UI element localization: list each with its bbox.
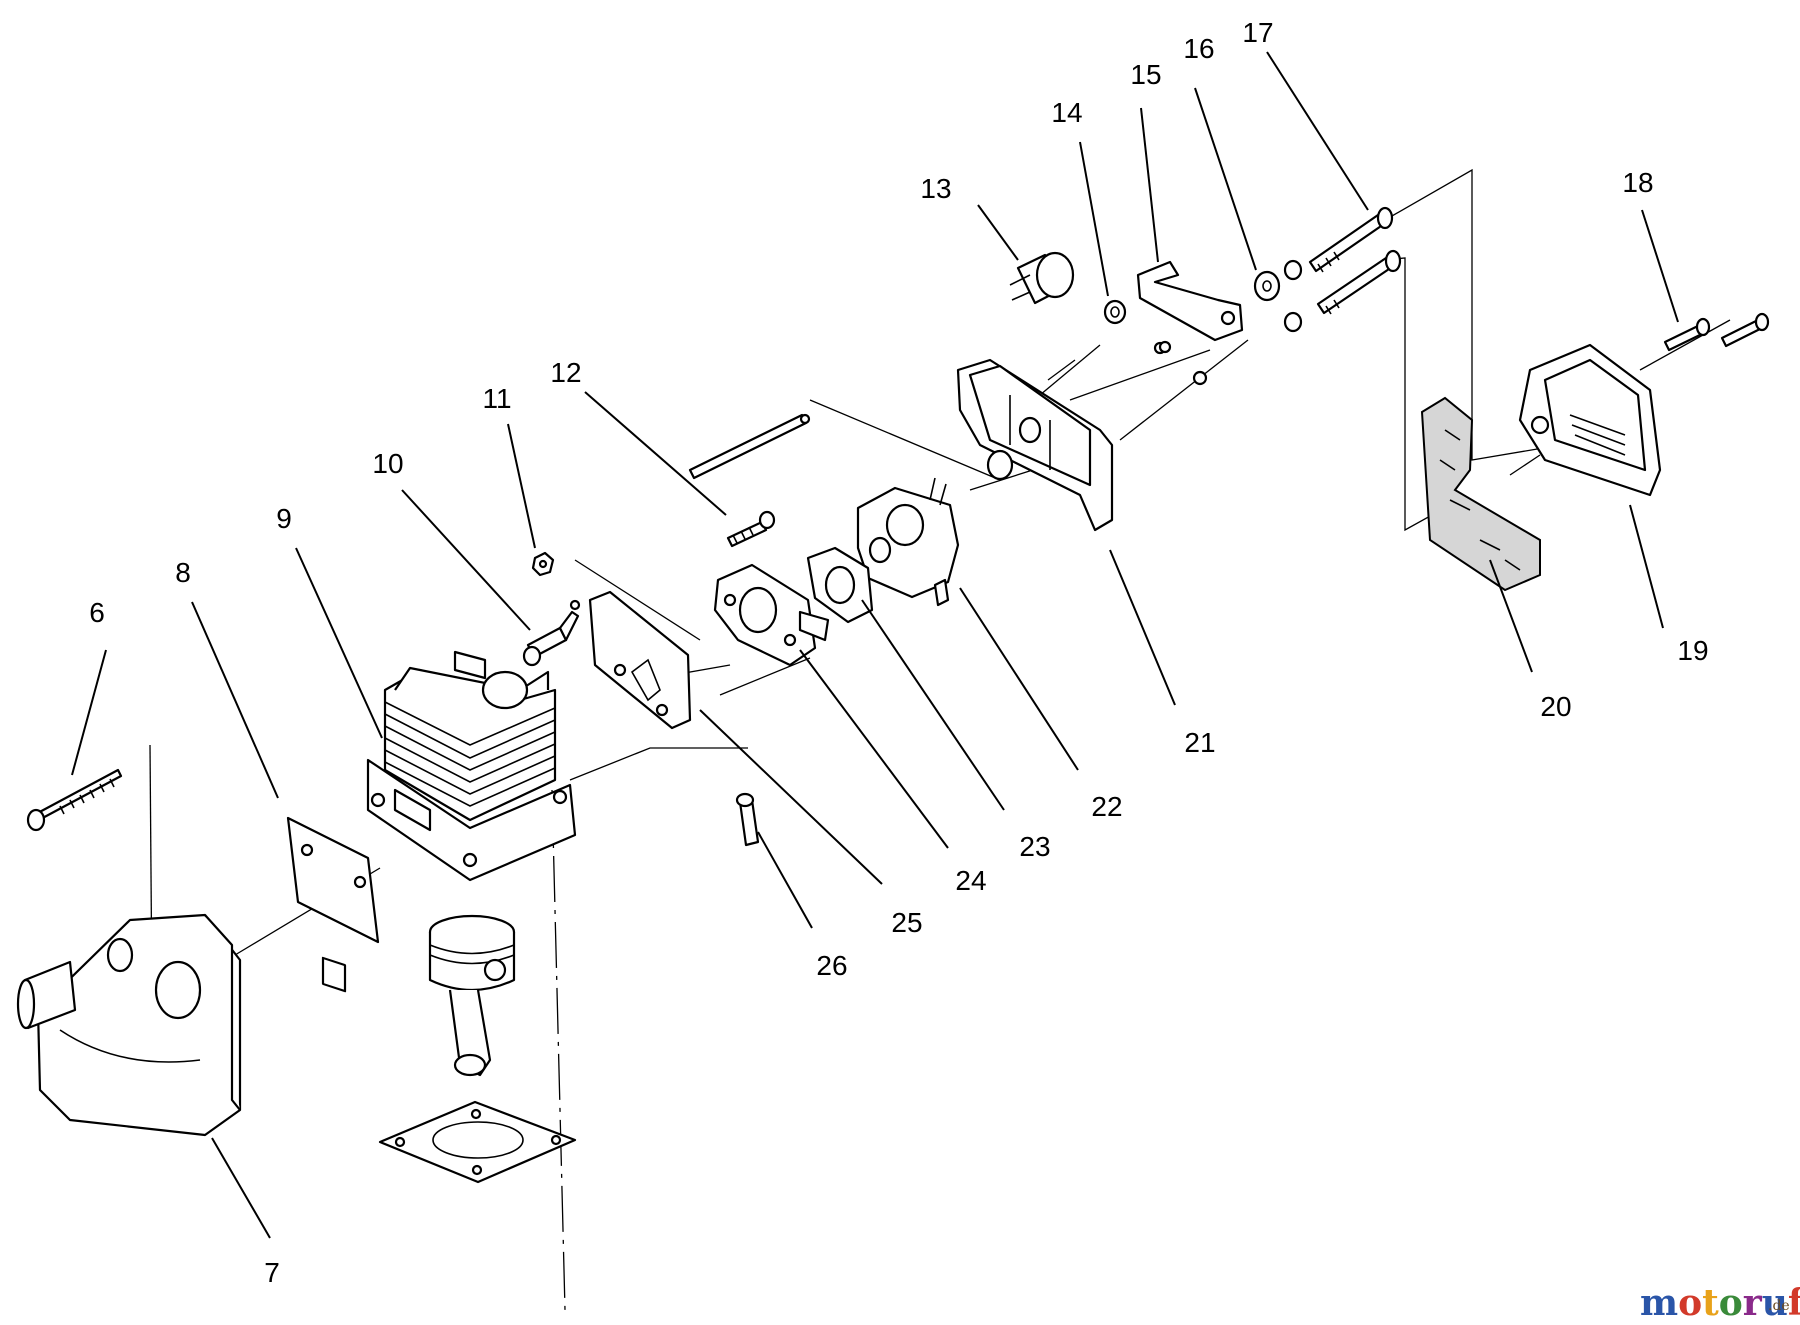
- watermark-letter: o: [1678, 1282, 1702, 1324]
- part-13-primer-bulb: [1009, 251, 1075, 305]
- callout-16: 16: [1183, 33, 1214, 64]
- callout-21: 21: [1184, 727, 1215, 758]
- callout-22: 22: [1091, 791, 1122, 822]
- callout-26: 26: [816, 950, 847, 981]
- callout-25: 25: [891, 907, 922, 938]
- part-7-muffler: [16, 913, 242, 1137]
- part-21-housing: [956, 358, 1114, 532]
- callout-15: 15: [1130, 59, 1161, 90]
- part-17-bolts: [1308, 206, 1402, 315]
- watermark-letter: f: [1788, 1282, 1800, 1324]
- callout-19: 19: [1677, 635, 1708, 666]
- callout-23: 23: [1019, 831, 1050, 862]
- part-14-nut: [1103, 299, 1127, 325]
- part-25-plate: [588, 590, 692, 730]
- callout-labels: 6 7 8 9 10 11 12 13 14 15 16 17 18 19 20…: [89, 17, 1708, 1288]
- part-11-nut: [531, 551, 555, 577]
- part-6-bolt: [26, 768, 123, 832]
- watermark-letter: t: [1702, 1282, 1719, 1324]
- watermark-letter: u: [1762, 1282, 1788, 1324]
- callout-11: 11: [482, 383, 511, 414]
- callout-7: 7: [264, 1257, 280, 1288]
- part-9-cylinder: [366, 650, 577, 882]
- callout-14: 14: [1051, 97, 1082, 128]
- part-10-spark-plug: [522, 599, 581, 667]
- watermark-logo: motoruf .de: [1640, 1282, 1800, 1324]
- callout-18: 18: [1622, 167, 1653, 198]
- callout-17: 17: [1242, 17, 1273, 48]
- piston-assembly: [428, 914, 516, 1077]
- part-19-air-cover: [1518, 343, 1662, 497]
- watermark-letter: m: [1640, 1282, 1678, 1324]
- callout-6: 6: [89, 597, 105, 628]
- callout-8: 8: [175, 557, 191, 588]
- callout-24: 24: [955, 865, 986, 896]
- part-rod: [688, 413, 811, 480]
- cylinder-centerline: [551, 789, 566, 1311]
- callout-12: 12: [550, 357, 581, 388]
- callout-10: 10: [372, 448, 403, 479]
- part-12-screw: [726, 510, 776, 548]
- part-16-washer: [1158, 259, 1303, 386]
- part-15-lever: [1136, 260, 1244, 355]
- part-23-gasket: [806, 546, 874, 624]
- watermark-letter: r: [1743, 1282, 1763, 1324]
- watermark-letter: o: [1719, 1282, 1743, 1324]
- part-20-foam-filter: [1420, 396, 1541, 592]
- leader-lines: [71, 51, 1679, 1239]
- part-18-screws: [1663, 312, 1770, 352]
- watermark-tld: .de: [1768, 1298, 1790, 1314]
- callout-13: 13: [920, 173, 951, 204]
- base-gasket: [378, 1100, 577, 1184]
- callout-20: 20: [1540, 691, 1571, 722]
- part-26-screw: [735, 792, 760, 847]
- callout-9: 9: [276, 503, 292, 534]
- part-24-intake: [713, 563, 830, 667]
- part-22-carburetor: [856, 477, 960, 607]
- watermark-brand: motoruf: [1640, 1282, 1800, 1324]
- part-8-gasket: [286, 816, 380, 993]
